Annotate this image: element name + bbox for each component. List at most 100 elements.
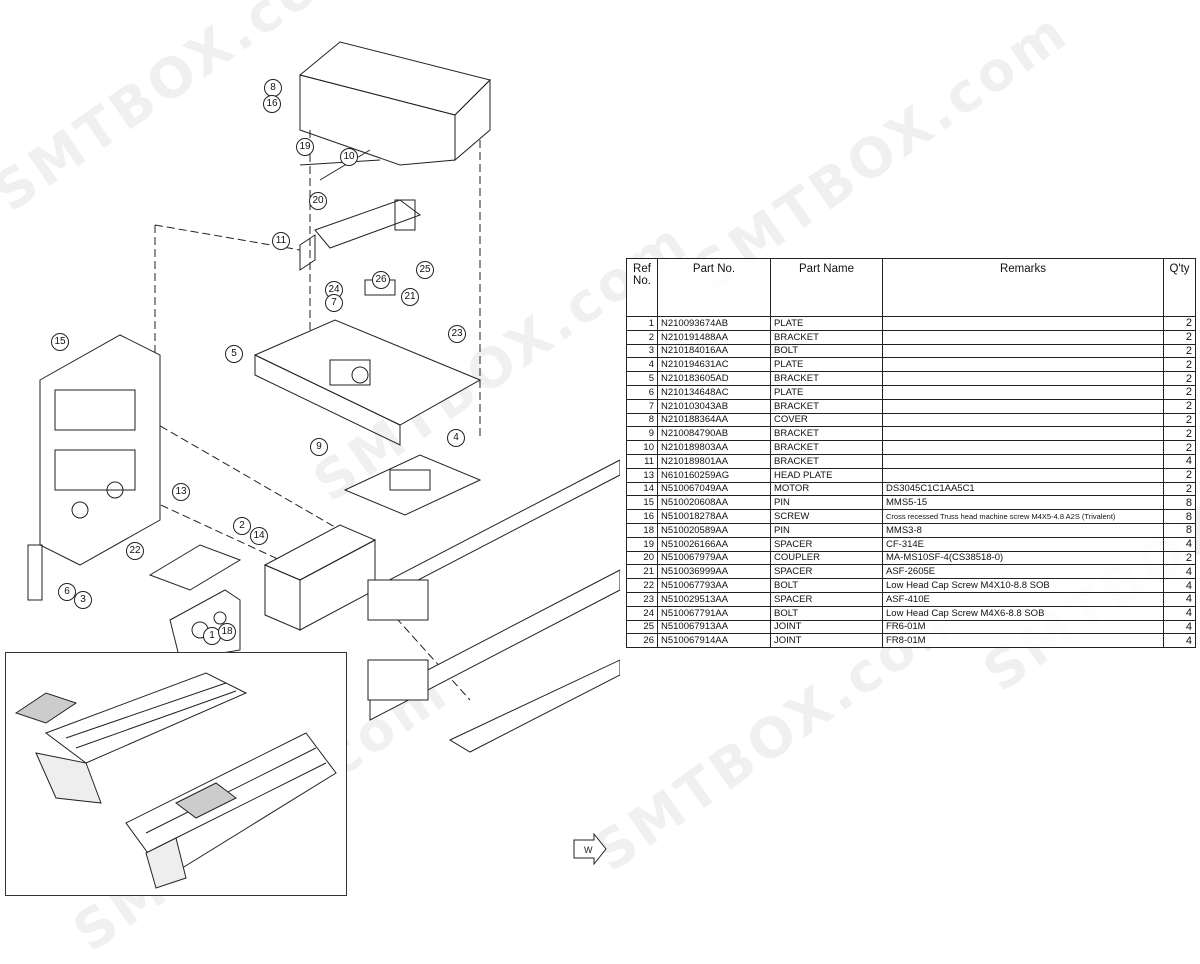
cell-part-name: PLATE: [770, 384, 883, 400]
cell-qty: 2: [1163, 384, 1196, 400]
cell-part-no: N510029513AA: [657, 591, 771, 607]
cell-part-name: SPACER: [770, 591, 883, 607]
cell-remarks: ASF-410E: [882, 591, 1164, 607]
cell-qty: 4: [1163, 578, 1196, 593]
head-assembly-overview-drawing: [14, 672, 337, 889]
cell-part-name: BOLT: [770, 605, 883, 621]
cell-part-no: N510067791AA: [657, 605, 771, 621]
cell-part-no: N210191488AA: [657, 329, 771, 345]
header-part-no: Part No.: [657, 258, 771, 317]
motor-part: [263, 524, 377, 631]
cell-ref: 18: [626, 522, 658, 538]
cell-ref: 22: [626, 578, 658, 593]
cell-qty: 2: [1163, 357, 1196, 373]
callout-21: 21: [401, 288, 419, 306]
cell-remarks: [882, 426, 1164, 442]
cell-ref: 21: [626, 564, 658, 580]
cell-part-no: N210084790AB: [657, 426, 771, 442]
cell-ref: 15: [626, 495, 658, 511]
cell-qty: 2: [1163, 412, 1196, 428]
header-part-name: Part Name: [770, 258, 883, 317]
cell-part-name: BRACKET: [770, 371, 883, 386]
cell-part-no: N510067793AA: [657, 578, 771, 593]
cell-qty: 4: [1163, 605, 1196, 621]
cell-part-name: COVER: [770, 412, 883, 428]
cell-qty: 2: [1163, 371, 1196, 386]
cell-qty: 8: [1163, 509, 1196, 524]
callout-20: 20: [309, 192, 327, 210]
cell-ref: 26: [626, 633, 658, 649]
cell-ref: 13: [626, 467, 658, 483]
cell-remarks: [882, 398, 1164, 414]
header-remarks: Remarks: [882, 258, 1164, 317]
cell-part-no: N210188364AA: [657, 412, 771, 428]
callout-18: 18: [218, 623, 236, 641]
cell-part-name: BRACKET: [770, 453, 883, 469]
callout-6: 6: [58, 583, 76, 601]
cell-part-name: BRACKET: [770, 426, 883, 442]
cell-remarks: [882, 453, 1164, 469]
cell-part-no: N210134648AC: [657, 384, 771, 400]
callout-11: 11: [272, 232, 290, 250]
cell-part-no: N510020589AA: [657, 522, 771, 538]
cell-ref: 1: [626, 316, 658, 331]
callout-16: 16: [263, 95, 281, 113]
cell-part-name: PLATE: [770, 316, 883, 331]
cell-part-no: N510020608AA: [657, 495, 771, 511]
cell-part-name: BOLT: [770, 578, 883, 593]
cell-qty: 4: [1163, 564, 1196, 580]
cell-qty: 2: [1163, 398, 1196, 414]
cell-remarks: [882, 412, 1164, 428]
cell-part-name: HEAD PLATE: [770, 467, 883, 483]
cell-part-name: MOTOR: [770, 481, 883, 497]
cell-ref: 23: [626, 591, 658, 607]
callout-4: 4: [447, 429, 465, 447]
cell-qty: 4: [1163, 453, 1196, 469]
cell-ref: 5: [626, 371, 658, 386]
cell-part-no: N210189803AA: [657, 440, 771, 455]
cell-part-no: N210194631AC: [657, 357, 771, 373]
cell-qty: 2: [1163, 440, 1196, 455]
cell-remarks: [882, 371, 1164, 386]
cell-ref: 7: [626, 398, 658, 414]
cell-part-no: N210093674AB: [657, 316, 771, 331]
small-bracket-parts: [148, 544, 242, 661]
cell-part-no: N510067913AA: [657, 619, 771, 635]
cell-qty: 2: [1163, 329, 1196, 345]
cell-ref: 14: [626, 481, 658, 497]
assembly-overview-inset: [5, 652, 347, 896]
cell-remarks: MA-MS10SF-4(CS38518-0): [882, 550, 1164, 566]
callout-9: 9: [310, 438, 328, 456]
cell-qty: 4: [1163, 591, 1196, 607]
cell-part-name: COUPLER: [770, 550, 883, 566]
cell-part-no: N210183605AD: [657, 371, 771, 386]
cell-remarks: [882, 343, 1164, 359]
callout-7: 7: [325, 294, 343, 312]
cell-qty: 2: [1163, 550, 1196, 566]
cell-part-name: BRACKET: [770, 440, 883, 455]
callout-26: 26: [372, 271, 390, 289]
cell-part-name: JOINT: [770, 619, 883, 635]
cell-part-no: N210189801AA: [657, 453, 771, 469]
cell-ref: 16: [626, 509, 658, 524]
cell-part-no: N510067979AA: [657, 550, 771, 566]
cell-remarks: Cross recessed Truss head machine screw …: [882, 509, 1164, 524]
callout-23: 23: [448, 325, 466, 343]
cell-remarks: ASF-2605E: [882, 564, 1164, 580]
cell-remarks: Low Head Cap Screw M4X10-8.8 SOB: [882, 578, 1164, 593]
linear-rail-parts: [367, 459, 620, 753]
cell-ref: 2: [626, 329, 658, 345]
